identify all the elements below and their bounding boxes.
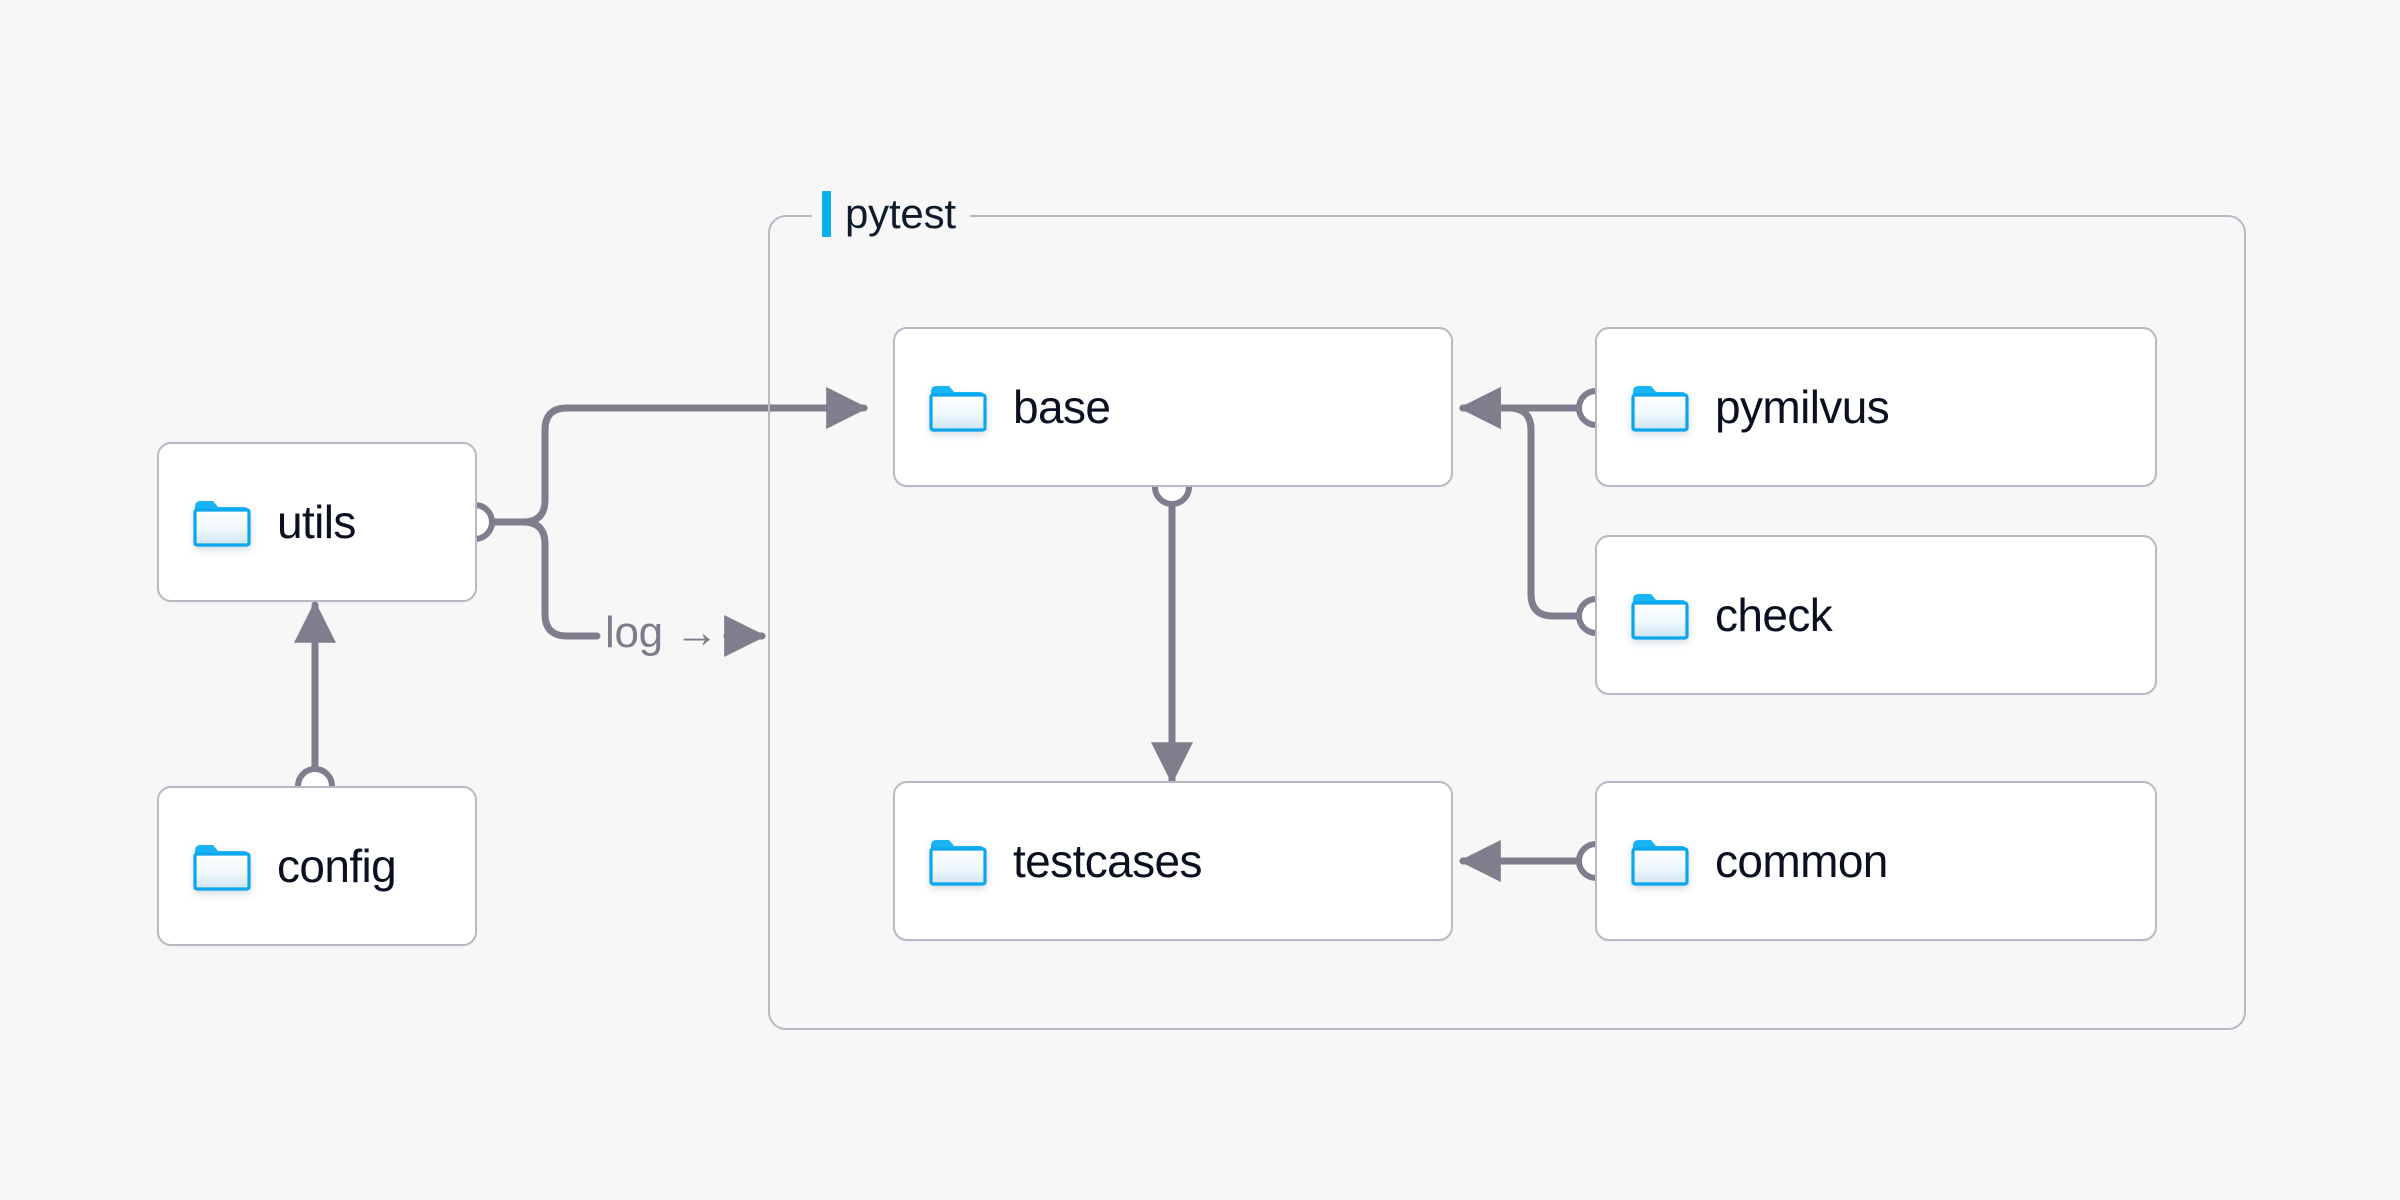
node-base[interactable]: base bbox=[893, 327, 1453, 487]
folder-icon bbox=[1631, 590, 1689, 640]
group-pytest-title: pytest bbox=[812, 188, 970, 240]
node-utils[interactable]: utils bbox=[157, 442, 477, 602]
node-common[interactable]: common bbox=[1595, 781, 2157, 941]
group-accent-bar bbox=[822, 191, 831, 237]
edge-label-log: log → bbox=[605, 608, 719, 657]
node-label: check bbox=[1715, 589, 1833, 641]
node-label: testcases bbox=[1013, 835, 1203, 887]
folder-icon bbox=[1631, 836, 1689, 886]
folder-icon bbox=[1631, 382, 1689, 432]
folder-icon bbox=[929, 382, 987, 432]
folder-icon bbox=[193, 497, 251, 547]
node-label: utils bbox=[277, 496, 356, 548]
folder-icon bbox=[929, 836, 987, 886]
edge-utils-log bbox=[519, 518, 601, 640]
group-pytest[interactable] bbox=[768, 215, 2246, 1030]
node-pymilvus[interactable]: pymilvus bbox=[1595, 327, 2157, 487]
node-label: pymilvus bbox=[1715, 381, 1890, 433]
node-label: config bbox=[277, 840, 397, 892]
node-config[interactable]: config bbox=[157, 786, 477, 946]
node-testcases[interactable]: testcases bbox=[893, 781, 1453, 941]
node-label: base bbox=[1013, 381, 1111, 433]
group-label: pytest bbox=[845, 190, 956, 237]
node-check[interactable]: check bbox=[1595, 535, 2157, 695]
folder-icon bbox=[193, 841, 251, 891]
node-label: common bbox=[1715, 835, 1888, 887]
